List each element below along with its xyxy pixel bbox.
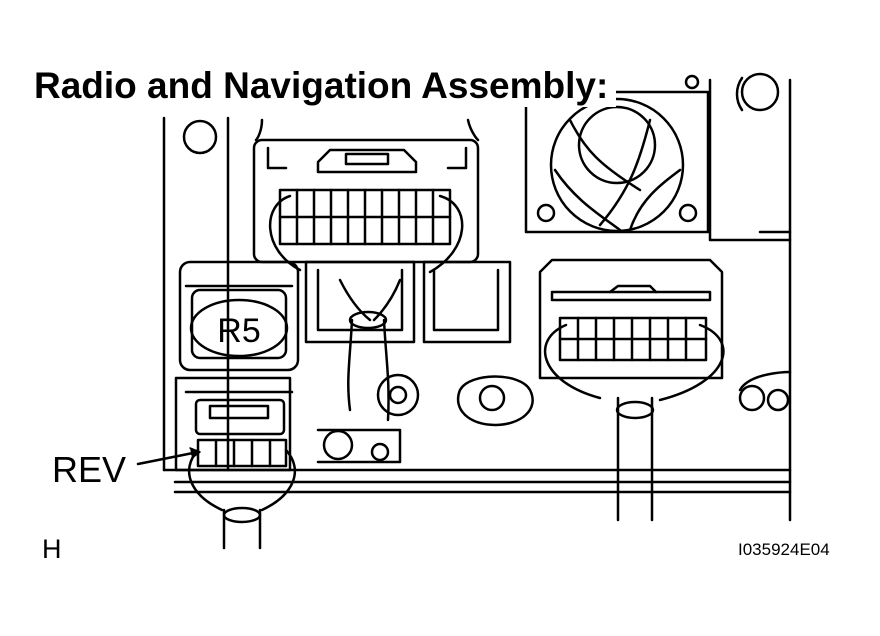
cooling-fan [524,90,710,234]
right-connector [538,230,792,522]
rev-connector [174,376,297,550]
rev-leader-line [136,447,201,466]
upper-connector [252,118,480,274]
r5-label-badge: R5 [189,298,289,358]
page-title: Radio and Navigation Assembly: [34,65,617,107]
r5-label-text: R5 [217,312,260,350]
corner-letter: H [42,534,62,564]
lower-sockets [304,260,512,344]
mounting-bosses [316,370,792,464]
figure-id: I035924E04 [738,540,830,559]
rev-callout-label: REV [52,449,127,490]
upper-harness [338,278,402,422]
